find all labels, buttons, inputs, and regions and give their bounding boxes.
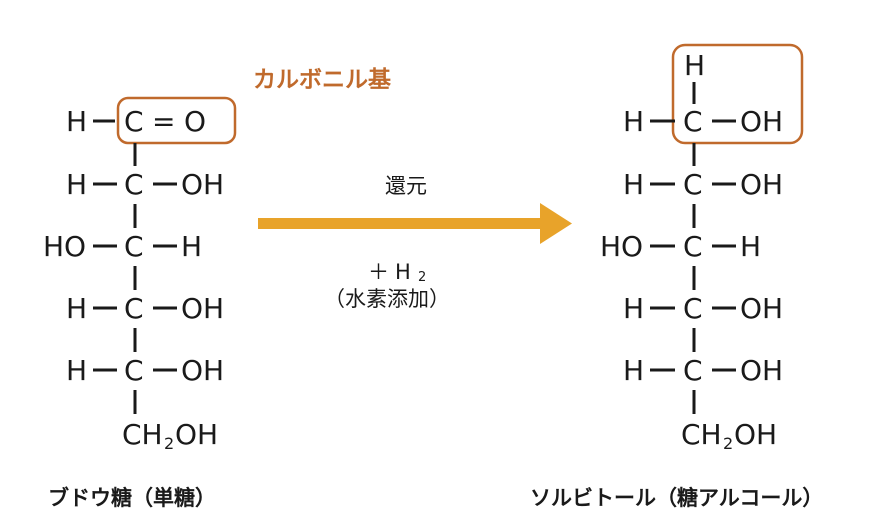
reaction-label: 還元	[385, 174, 427, 198]
glucose-row2-left: HO	[43, 230, 86, 263]
glucose-bottom-ch: CH	[122, 418, 163, 451]
glucose-row4-right: OH	[181, 354, 224, 387]
glucose-row3-right: OH	[181, 292, 224, 325]
glucose-row2-right: H	[181, 230, 202, 263]
reagent-h: H	[395, 260, 411, 284]
sorbitol-structure: H H C OH H C OH HO C H H C OH H C	[530, 43, 823, 510]
glucose-row3-left: H	[66, 292, 87, 325]
glucose-row4-carbon: C	[124, 354, 144, 387]
glucose-bottom-sub: 2	[164, 434, 174, 453]
sorbitol-row4-carbon: C	[683, 354, 703, 387]
glucose-row2-carbon: C	[124, 230, 144, 263]
glucose-row1-carbon: C	[124, 168, 144, 201]
sorbitol-row3-carbon: C	[683, 292, 703, 325]
sorbitol-caption: ソルビトール（糖アルコール）	[530, 486, 823, 510]
glucose-caption: ブドウ糖（単糖）	[48, 486, 216, 510]
reaction-arrow-head	[540, 203, 572, 244]
reaction-arrow-shaft	[258, 218, 542, 229]
sorbitol-row4-left: H	[623, 354, 644, 387]
glucose-bottom-oh: OH	[175, 418, 218, 451]
sorbitol-bottom-ch: CH	[681, 418, 722, 451]
sorbitol-bottom-sub: 2	[723, 434, 733, 453]
reagent-sub: 2	[418, 270, 426, 285]
sorbitol-top-right: OH	[740, 105, 783, 138]
sorbitol-row3-left: H	[623, 292, 644, 325]
glucose-top-oxygen: O	[184, 105, 206, 138]
carbonyl-group-label: カルボニル基	[253, 67, 392, 93]
sorbitol-top-left: H	[623, 105, 644, 138]
sorbitol-row3-right: OH	[740, 292, 783, 325]
sorbitol-row1-right: OH	[740, 168, 783, 201]
glucose-top-double-bond: =	[152, 105, 175, 138]
glucose-row3-carbon: C	[124, 292, 144, 325]
sorbitol-row2-right: H	[740, 230, 761, 263]
sorbitol-bottom-oh: OH	[734, 418, 777, 451]
glucose-top-left-atom: H	[66, 105, 87, 138]
sorbitol-row4-right: OH	[740, 354, 783, 387]
carbonyl-highlight-box	[116, 96, 237, 145]
sorbitol-top-h: H	[684, 49, 705, 82]
glucose-structure: カルボニル基 H C = O H C OH HO C H H C OH H C	[43, 67, 392, 510]
sorbitol-top-carbon: C	[683, 105, 703, 138]
alcohol-highlight-box	[671, 43, 804, 145]
glucose-top-carbon: C	[124, 105, 144, 138]
reagent-plus: ＋	[368, 260, 389, 284]
sorbitol-row2-left: HO	[600, 230, 643, 263]
glucose-row1-left: H	[66, 168, 87, 201]
sorbitol-row1-left: H	[623, 168, 644, 201]
glucose-row4-left: H	[66, 354, 87, 387]
sorbitol-row2-carbon: C	[683, 230, 703, 263]
reagent-note: （水素添加）	[324, 287, 450, 311]
sorbitol-row1-carbon: C	[683, 168, 703, 201]
reaction-arrow-group: 還元 ＋ H 2 （水素添加）	[258, 174, 572, 311]
glucose-row1-right: OH	[181, 168, 224, 201]
